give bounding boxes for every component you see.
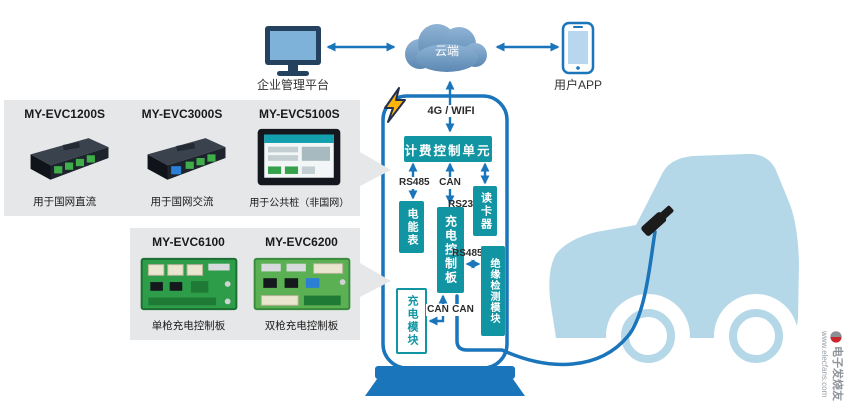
watermark-brand: 电子发烧友 (831, 346, 843, 401)
card-reader-label: 读卡器 (479, 191, 492, 231)
card-reader: 读卡器 (473, 186, 497, 236)
can-top-label: CAN (437, 177, 463, 189)
product-panel-boards: MY-EVC6100 单枪充电控制板 MY-EVC (130, 228, 360, 340)
product-caption-label: 单枪充电控制板 (151, 320, 226, 332)
insulation-detect-module: 绝缘检测模块 (481, 246, 505, 336)
product-model-label: MY-EVC6100 (152, 235, 225, 249)
callout-tail-group1 (360, 152, 391, 186)
car-silhouette (549, 153, 799, 378)
product-image-my-evc3000s (130, 121, 234, 194)
product-caption-label: 用于国网直流 (33, 196, 97, 208)
product-image-my-evc6100 (139, 249, 239, 318)
charge-control-board-label: 充电控制板 (443, 215, 458, 285)
watermark-url: www.elecfans.com (820, 331, 830, 398)
energy-meter: 电能表 (399, 201, 424, 253)
cloud-icon (405, 24, 487, 72)
billing-control-unit: 计费控制单元 (404, 136, 492, 162)
product-evc6100: MY-EVC6100 单枪充电控制板 (132, 233, 245, 335)
product-model-label: MY-EVC6200 (265, 235, 338, 249)
rear-wheel-icon (729, 309, 783, 363)
charge-control-board: 充电控制板 (437, 207, 464, 293)
product-evc1200s: MY-EVC1200S 用于国网直流 (6, 105, 123, 211)
product-caption-label: 双枪充电控制板 (264, 320, 339, 332)
wifi-link-label: 4G / WIFI (426, 105, 476, 117)
product-image-my-evc1200s (13, 121, 117, 194)
charging-cable (455, 230, 657, 367)
lightning-icon (384, 87, 406, 123)
product-image-my-evc6200 (252, 249, 352, 318)
charge-module: 充电模块 (396, 288, 427, 354)
rs485-mid-label: RS485 (452, 248, 483, 259)
smartphone-icon (561, 21, 595, 75)
cloud-label: 云端 (434, 44, 459, 58)
rs485-top-label: RS485 (399, 177, 430, 189)
charge-module-label: 充电模块 (406, 295, 418, 347)
platform-label: 企业管理平台 (256, 78, 329, 92)
product-image-my-evc5100s (253, 121, 345, 194)
product-panel-controllers: MY-EVC1200S 用于国网直流 MY-EVC3000S (4, 100, 360, 216)
watermark: 电子发烧友 www.elecfans.com (819, 331, 843, 401)
product-caption-label: 用于公共桩（非国网） (249, 198, 350, 209)
product-model-label: MY-EVC5100S (258, 107, 340, 121)
product-evc5100s: MY-EVC5100S 用于公共桩（非国网） (241, 105, 358, 211)
charging-pile-base (365, 366, 525, 396)
energy-meter-label: 电能表 (406, 207, 418, 247)
app-label: 用户APP (553, 78, 602, 92)
callout-tail-group2 (360, 263, 391, 297)
charging-gun-icon (641, 205, 674, 236)
monitor-icon (265, 26, 321, 76)
product-evc6200: MY-EVC6200 双枪充电控制板 (245, 233, 358, 335)
front-wheel-icon (621, 309, 675, 363)
rs232-label: RS232 (448, 199, 479, 210)
billing-control-unit-label: 计费控制单元 (404, 143, 492, 158)
can-left-label: CAN (426, 304, 450, 316)
insulation-detect-module-label: 绝缘检测模块 (488, 258, 499, 324)
can-right-label: CAN (451, 304, 475, 316)
product-model-label: MY-EVC1200S (24, 107, 106, 121)
watermark-logo-icon (830, 331, 842, 343)
product-evc3000s: MY-EVC3000S 用于国网交流 (123, 105, 240, 211)
product-model-label: MY-EVC3000S (141, 107, 223, 121)
product-caption-label: 用于国网交流 (150, 196, 214, 208)
